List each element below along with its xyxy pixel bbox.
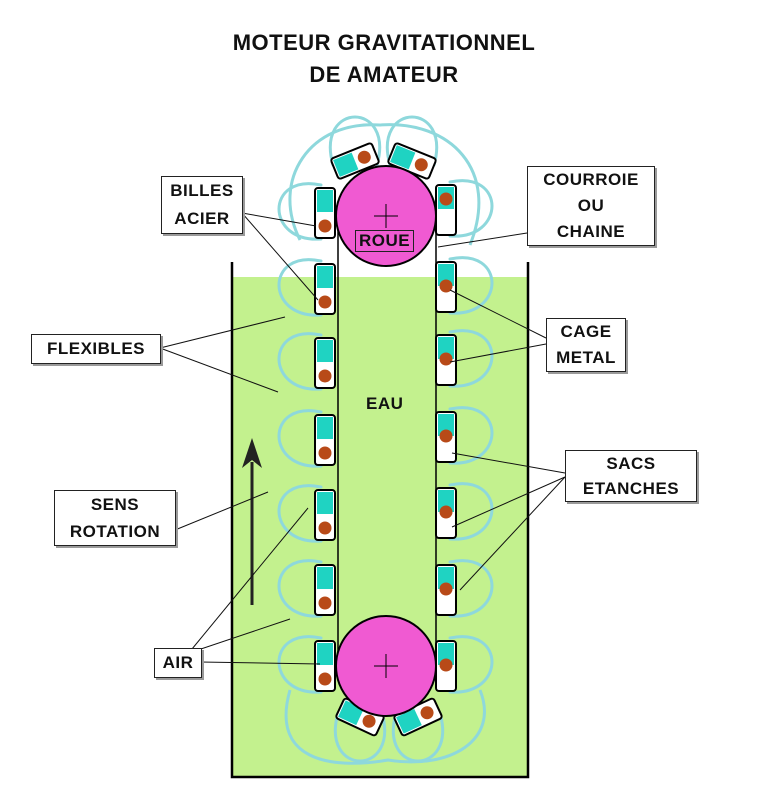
sealed-bag xyxy=(334,711,386,763)
metal-cage xyxy=(314,414,336,466)
metal-cage xyxy=(435,334,457,386)
label-courroie-line-3: CHAINE xyxy=(556,222,626,241)
label-cage-metal-line-2: METAL xyxy=(556,348,616,367)
label-sens-rotation-line-1: SENS xyxy=(90,495,140,514)
sealed-bag xyxy=(284,689,486,765)
metal-cage xyxy=(435,184,457,236)
sealed-bag xyxy=(448,559,494,618)
steel-ball xyxy=(318,369,332,383)
bottom-wheel xyxy=(335,615,437,717)
steel-ball xyxy=(439,505,453,519)
rotation-arrow-icon xyxy=(242,438,262,605)
label-roue: ROUE xyxy=(355,230,415,252)
air-pocket xyxy=(390,145,416,170)
sealed-bag xyxy=(448,179,494,238)
label-flexibles: FLEXIBLES xyxy=(31,334,161,364)
air-pocket xyxy=(438,337,454,359)
sealed-bag xyxy=(277,559,323,618)
air-pocket xyxy=(396,708,422,734)
air-pocket xyxy=(317,266,333,288)
label-billes-acier-line-1: BILLES xyxy=(170,181,234,200)
label-cage-metal: CAGE METAL xyxy=(546,318,626,372)
sealed-bag xyxy=(277,484,323,543)
label-courroie-line-2: OU xyxy=(577,196,605,215)
sealed-bag xyxy=(277,182,323,241)
air-pocket xyxy=(333,152,359,177)
air-pocket xyxy=(317,567,333,589)
steel-ball xyxy=(439,658,453,672)
label-courroie-line-1: COURROIE xyxy=(543,170,639,189)
steel-ball xyxy=(439,582,453,596)
air-pocket xyxy=(317,340,333,362)
metal-cage xyxy=(435,411,457,463)
metal-cage xyxy=(314,263,336,315)
sealed-bag xyxy=(448,329,494,388)
label-sens-rotation-line-2: ROTATION xyxy=(69,522,161,541)
steel-ball xyxy=(318,596,332,610)
sealed-bag xyxy=(448,406,494,465)
air-pocket xyxy=(438,643,454,665)
steel-ball xyxy=(357,150,371,164)
metal-cage xyxy=(314,337,336,389)
air-pocket xyxy=(317,643,333,665)
sealed-bag xyxy=(386,115,438,167)
label-sacs-etanches: SACS ETANCHES xyxy=(565,450,697,502)
metal-cage xyxy=(435,261,457,313)
metal-cage xyxy=(393,697,443,737)
air-pocket xyxy=(438,414,454,436)
air-pocket xyxy=(317,417,333,439)
steel-ball xyxy=(318,219,332,233)
label-eau: EAU xyxy=(366,394,404,413)
label-sacs-etanches-line-2: ETANCHES xyxy=(582,479,680,498)
metal-cage xyxy=(435,487,457,539)
sealed-bag xyxy=(448,256,494,315)
metal-cage xyxy=(314,187,336,239)
top-wheel xyxy=(335,165,437,267)
diagram-title-line-2: DE AMATEUR xyxy=(309,62,459,87)
steel-ball xyxy=(318,521,332,535)
leader-lines xyxy=(159,212,566,665)
label-sens-rotation: SENS ROTATION xyxy=(54,490,176,546)
label-sacs-etanches-line-1: SACS xyxy=(606,454,656,473)
label-billes-acier-line-2: ACIER xyxy=(174,209,230,228)
air-pocket xyxy=(317,492,333,514)
label-courroie-chaine: COURROIE OU CHAINE xyxy=(527,166,655,246)
steel-ball xyxy=(318,446,332,460)
label-billes-acier: BILLES ACIER xyxy=(161,176,243,234)
diagram-title-line-1: MOTEUR GRAVITATIONNEL xyxy=(232,30,536,55)
sealed-bag xyxy=(448,635,494,694)
air-pocket xyxy=(438,567,454,589)
label-air: AIR xyxy=(154,648,202,678)
label-cage-metal-line-1: CAGE xyxy=(560,322,612,341)
metal-cage xyxy=(314,489,336,541)
steel-ball xyxy=(439,352,453,366)
metal-cage xyxy=(330,142,380,180)
metal-cage xyxy=(314,564,336,616)
steel-ball xyxy=(420,706,434,720)
sealed-bag xyxy=(277,332,323,391)
steel-ball xyxy=(414,158,428,172)
steel-ball xyxy=(439,279,453,293)
steel-ball xyxy=(362,714,376,728)
sealed-bag xyxy=(277,635,323,694)
metal-cage xyxy=(435,640,457,692)
sealed-bag xyxy=(288,123,481,246)
air-pocket xyxy=(438,490,454,512)
steel-ball xyxy=(318,295,332,309)
air-pocket xyxy=(317,190,333,212)
sealed-bag xyxy=(277,409,323,468)
steel-ball xyxy=(439,192,453,206)
steel-ball xyxy=(439,429,453,443)
air-pocket xyxy=(438,264,454,286)
sealed-bag xyxy=(329,115,381,167)
metal-cage xyxy=(314,640,336,692)
metal-cage xyxy=(435,564,457,616)
tank-walls xyxy=(230,262,530,779)
metal-cages xyxy=(314,142,457,737)
steel-ball xyxy=(318,672,332,686)
sealed-bag xyxy=(277,258,323,317)
